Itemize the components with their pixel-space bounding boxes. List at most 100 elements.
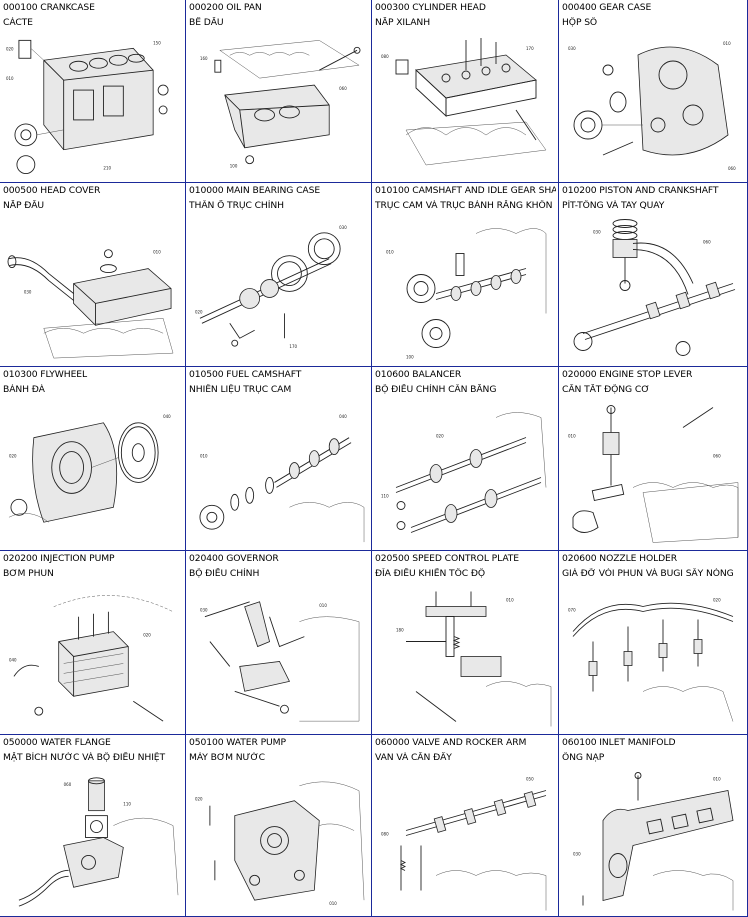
- svg-text:010: 010: [329, 901, 337, 906]
- part-code-label: 000100 CRANKCASE: [3, 2, 95, 13]
- catalog-cell-balancer[interactable]: 010600 BALANCER BỘ ĐIỀU CHỈNH CÂN BẰNG 1…: [372, 367, 559, 551]
- svg-text:170: 170: [289, 344, 297, 349]
- svg-text:110: 110: [123, 802, 131, 807]
- catalog-cell-water-flange[interactable]: 050000 WATER FLANGE MẶT BÍCH NƯỚC VÀ BỘ …: [0, 735, 186, 917]
- svg-text:010: 010: [568, 434, 576, 439]
- catalog-cell-water-pump[interactable]: 050100 WATER PUMP MÁY BƠM NƯỚC 020 010: [186, 735, 372, 917]
- part-name-vn-label: BỂ DẦU: [189, 17, 224, 28]
- svg-text:030: 030: [573, 852, 581, 857]
- svg-text:060: 060: [713, 454, 721, 459]
- svg-text:170: 170: [526, 46, 534, 51]
- part-name-vn-label: NẮP ĐẦU: [3, 200, 45, 211]
- part-name-vn-label: ĐĨA ĐIỀU KHIỂN TỐC ĐỘ: [375, 568, 485, 579]
- svg-text:010: 010: [386, 250, 394, 255]
- svg-text:020: 020: [6, 46, 14, 51]
- part-name-vn-label: MẶT BÍCH NƯỚC VÀ BỘ ĐIỀU NHIỆT: [3, 752, 166, 763]
- svg-text:080: 080: [381, 54, 389, 59]
- crankcase-diagram-image: 020 010 150 210: [4, 30, 181, 178]
- catalog-cell-speed-control-plate[interactable]: 020500 SPEED CONTROL PLATE ĐĨA ĐIỀU KHIỂ…: [372, 551, 559, 735]
- water-pump-diagram-image: 020 010: [190, 765, 367, 912]
- part-code-label: 020500 SPEED CONTROL PLATE: [375, 553, 520, 564]
- piston-crankshaft-diagram-image: 030 060: [563, 213, 743, 362]
- catalog-cell-governor[interactable]: 020400 GOVERNOR BỘ ĐIỀU CHỈNH 030 010: [186, 551, 372, 735]
- part-code-label: 020200 INJECTION PUMP: [3, 553, 115, 564]
- catalog-cell-engine-stop-lever[interactable]: 020000 ENGINE STOP LEVER CẦN TẮT ĐỘNG CƠ…: [559, 367, 748, 551]
- part-name-vn-label: BỘ ĐIỀU CHỈNH CÂN BẰNG: [375, 384, 497, 395]
- part-code-label: 010500 FUEL CAMSHAFT: [189, 369, 302, 380]
- part-code-label: 010100 CAMSHAFT AND IDLE GEAR SHA: [375, 185, 556, 196]
- svg-text:060: 060: [728, 166, 736, 171]
- svg-text:100: 100: [406, 355, 414, 360]
- governor-diagram-image: 030 010: [190, 581, 367, 730]
- part-code-label: 050100 WATER PUMP: [189, 737, 286, 748]
- svg-text:060: 060: [339, 86, 347, 91]
- catalog-cell-fuel-camshaft[interactable]: 010500 FUEL CAMSHAFT NHIÊN LIỆU TRỤC CAM…: [186, 367, 372, 551]
- part-code-label: 010300 FLYWHEEL: [3, 369, 88, 380]
- catalog-cell-main-bearing-case[interactable]: 010000 MAIN BEARING CASE THÂN Ổ TRỤC CHÍ…: [186, 183, 372, 367]
- part-code-label: 060100 INLET MANIFOLD: [562, 737, 676, 748]
- injection-pump-diagram-image: 040 020: [4, 581, 181, 730]
- svg-text:030: 030: [24, 289, 32, 294]
- svg-text:110: 110: [381, 494, 389, 499]
- catalog-cell-nozzle-holder[interactable]: 020600 NOZZLE HOLDER GIÁ ĐỠ VÒI PHUN VÀ …: [559, 551, 748, 735]
- catalog-cell-piston-crankshaft[interactable]: 010200 PISTON AND CRANKSHAFT PÍT-TÔNG VÀ…: [559, 183, 748, 367]
- part-name-vn-label: HỘP SỐ: [562, 17, 598, 28]
- part-name-vn-label: THÂN Ổ TRỤC CHÍNH: [189, 200, 284, 211]
- part-name-vn-label: BỘ ĐIỀU CHỈNH: [189, 568, 260, 579]
- catalog-cell-camshaft[interactable]: 010100 CAMSHAFT AND IDLE GEAR SHA TRỤC C…: [372, 183, 559, 367]
- svg-text:160: 160: [200, 56, 208, 61]
- svg-text:210: 210: [103, 166, 111, 171]
- inlet-manifold-diagram-image: 030 010: [563, 765, 743, 912]
- svg-text:030: 030: [593, 230, 601, 235]
- part-code-label: 010000 MAIN BEARING CASE: [189, 185, 321, 196]
- part-name-vn-label: CẦN TẮT ĐỘNG CƠ: [562, 384, 650, 395]
- part-name-vn-label: CÁCTE: [3, 17, 33, 28]
- part-code-label: 010600 BALANCER: [375, 369, 462, 380]
- svg-text:040: 040: [9, 657, 17, 662]
- part-code-label: 000400 GEAR CASE: [562, 2, 652, 13]
- part-code-label: 050000 WATER FLANGE: [3, 737, 111, 748]
- part-code-label: 020000 ENGINE STOP LEVER: [562, 369, 693, 380]
- svg-text:060: 060: [703, 240, 711, 245]
- catalog-cell-valve-rocker-arm[interactable]: 060000 VALVE AND ROCKER ARM VAN VÀ CẦN Đ…: [372, 735, 559, 917]
- svg-text:010: 010: [319, 603, 327, 608]
- part-code-label: 010200 PISTON AND CRANKSHAFT: [562, 185, 719, 196]
- svg-text:030: 030: [339, 225, 347, 230]
- svg-text:040: 040: [163, 414, 171, 419]
- svg-text:020: 020: [143, 633, 151, 638]
- svg-text:010: 010: [200, 454, 208, 459]
- part-name-vn-label: GIÁ ĐỠ VÒI PHUN VÀ BUGI SẤY NÓNG: [562, 568, 734, 579]
- svg-text:010: 010: [506, 598, 514, 603]
- svg-text:010: 010: [713, 777, 721, 782]
- svg-text:020: 020: [436, 434, 444, 439]
- camshaft-diagram-image: 010 100: [376, 213, 554, 362]
- svg-text:020: 020: [195, 797, 203, 802]
- cylinder-head-diagram-image: 080 170: [376, 30, 554, 178]
- svg-text:150: 150: [153, 40, 161, 45]
- part-name-vn-label: MÁY BƠM NƯỚC: [189, 752, 265, 763]
- part-name-vn-label: PÍT-TÔNG VÀ TAY QUAY: [562, 200, 665, 211]
- svg-text:030: 030: [200, 608, 208, 613]
- part-code-label: 020400 GOVERNOR: [189, 553, 279, 564]
- part-name-vn-label: VAN VÀ CẦN ĐẨY: [375, 752, 452, 763]
- catalog-cell-crankcase[interactable]: 000100 CRANKCASE CÁCTE: [0, 0, 186, 183]
- svg-text:020: 020: [195, 309, 203, 314]
- svg-text:010: 010: [6, 76, 14, 81]
